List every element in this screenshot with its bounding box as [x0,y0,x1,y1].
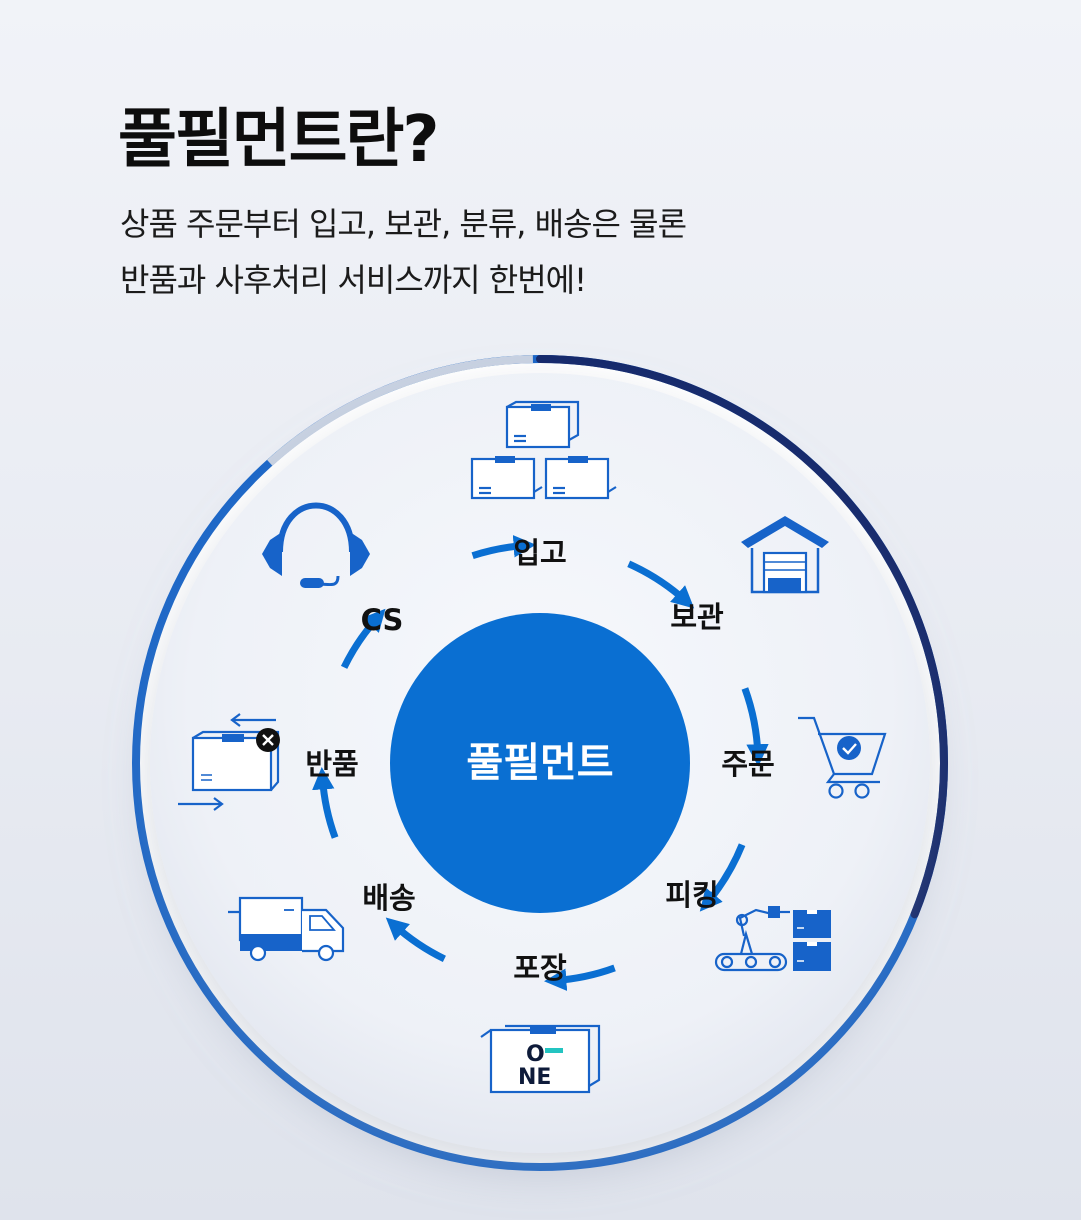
step-label-receiving: 입고 [513,536,566,570]
cycle-arrow [340,608,386,669]
page-description: 상품 주문부터 입고, 보관, 분류, 배송은 물론 반품과 사후처리 서비스까… [120,196,687,308]
center-circle [390,613,690,913]
stacked-boxes-icon [470,400,617,500]
warehouse-icon [741,516,829,594]
center-label: 풀필먼트 [466,740,613,786]
description-line-2: 반품과 사후처리 서비스까지 한번에! [120,261,587,299]
step-label-packing: 포장 [513,951,567,985]
step-label-storage: 보관 [670,600,724,634]
robot-arm-icon [714,906,831,972]
cycle-arrows [312,535,769,991]
headset-icon [262,502,370,588]
cycle-arrow [627,560,695,609]
step-label-picking: 피킹 [665,878,718,912]
step-label-cs: CS [361,603,404,637]
step-label-shipping: 배송 [362,881,415,915]
cycle-arrow [385,917,446,963]
delivery-truck-icon [228,896,345,962]
one-logo-top: O [526,1042,545,1067]
description-line-1: 상품 주문부터 입고, 보관, 분류, 배송은 물론 [120,205,687,243]
step-label-returns: 반품 [305,747,358,781]
cycle-arrow [312,767,339,839]
step-label-order: 주문 [721,747,774,781]
cycle-arrow [699,843,746,912]
cycle-arrow [741,687,769,767]
one-logo-box-icon: O NE [480,1024,601,1094]
cycle-arrow [471,535,536,560]
shopping-cart-check-icon [798,716,887,799]
page-title: 풀필먼트란? [118,103,440,177]
cycle-arrow [544,964,616,991]
return-box-icon [178,713,280,811]
one-logo-bottom: NE [518,1065,551,1090]
